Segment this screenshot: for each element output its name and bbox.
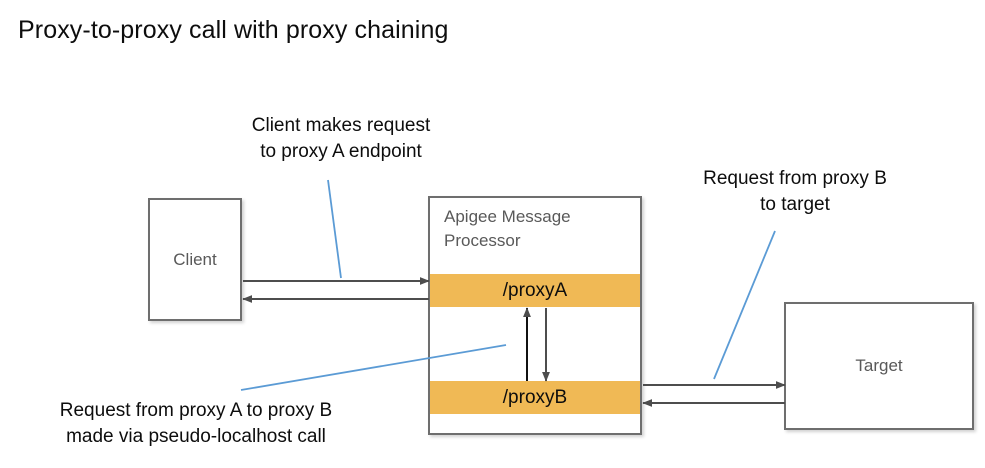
- proxy-b-band: /proxyB: [430, 381, 640, 414]
- annotation-client-request: Client makes request to proxy A endpoint: [251, 115, 431, 162]
- message-processor-node-label: Apigee Message Processor: [444, 207, 571, 250]
- client-node-label: Client: [173, 249, 217, 269]
- annotation-proxy-chaining: Request from proxy A to proxy B made via…: [59, 400, 333, 447]
- leader-line-proxyb-to-target: [713, 230, 776, 380]
- leader-line-client-request: [327, 179, 342, 279]
- proxy-a-band: /proxyA: [430, 274, 640, 307]
- annotation-proxyb-to-target: Request from proxy B to target: [703, 168, 887, 215]
- target-node: [784, 302, 974, 430]
- client-node: [148, 198, 242, 321]
- target-node-label: Target: [855, 356, 903, 375]
- page-title: Proxy-to-proxy call with proxy chaining: [18, 16, 449, 44]
